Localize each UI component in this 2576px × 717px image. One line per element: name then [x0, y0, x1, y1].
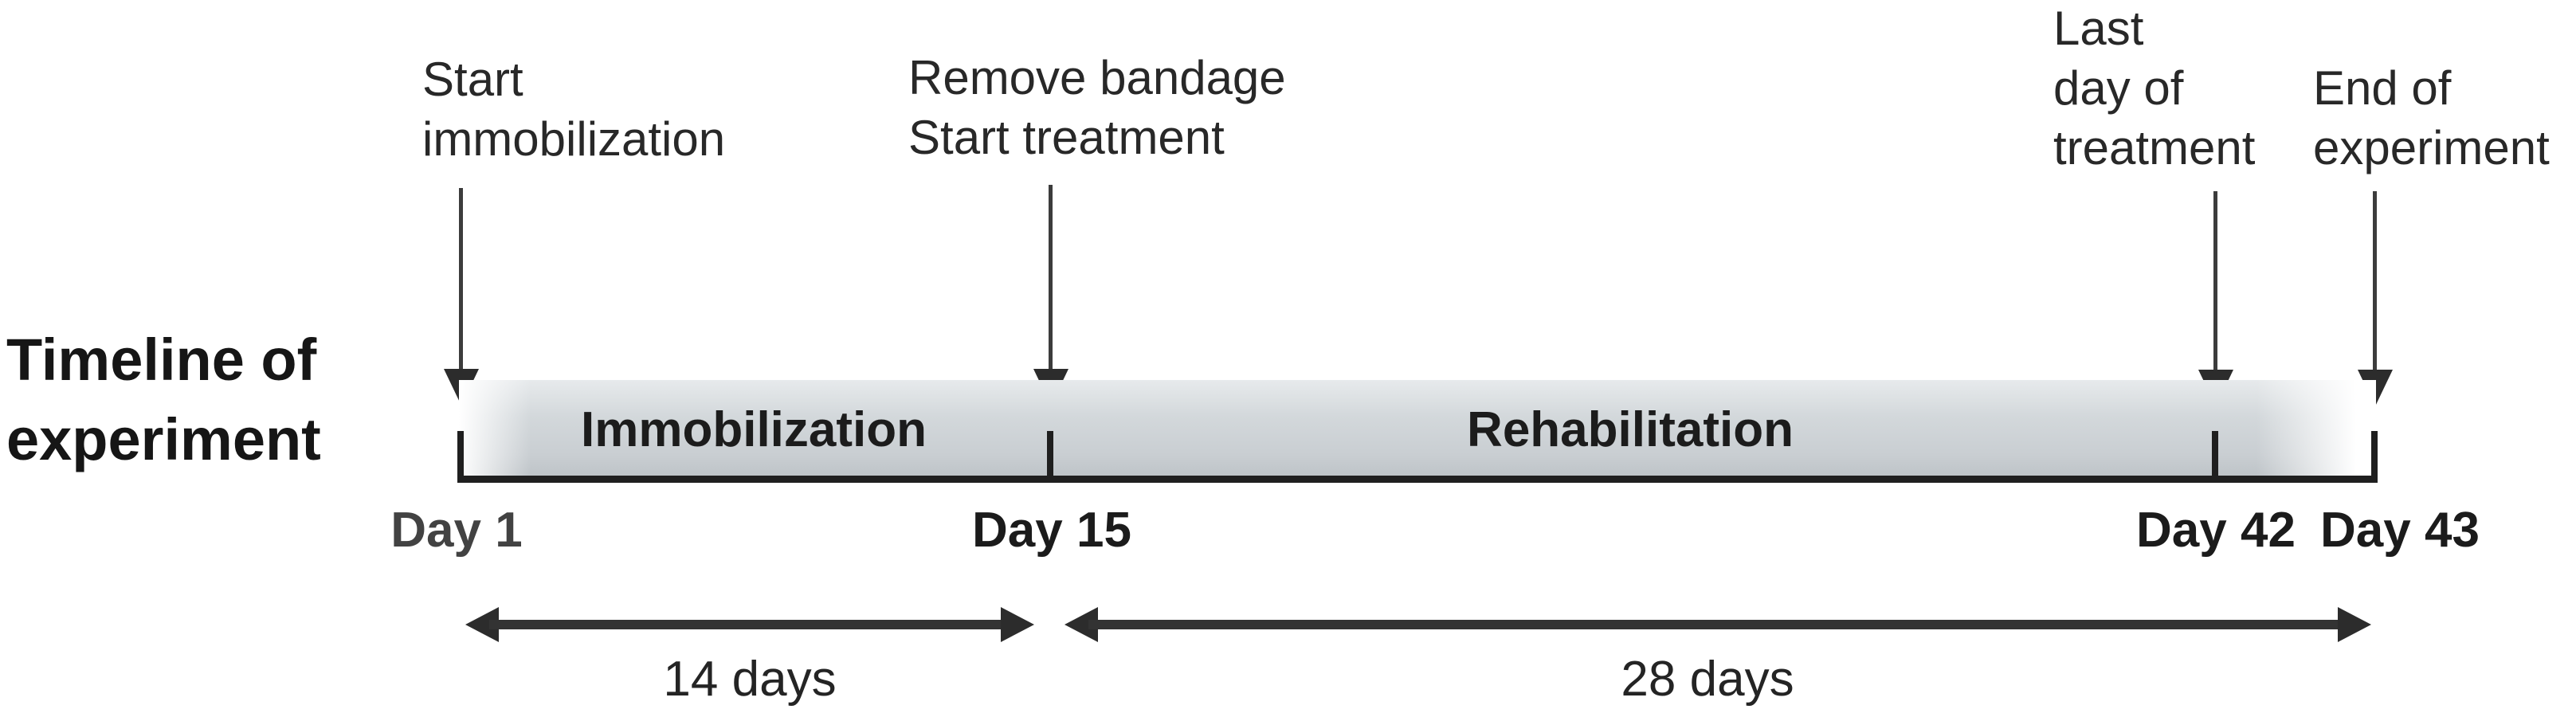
annotation-remove-bandage: Remove bandage Start treatment	[908, 48, 1286, 167]
phase-label-immobilization: Immobilization	[581, 402, 927, 457]
duration-arrow-line	[1088, 620, 2347, 629]
figure-title-line-2: experiment	[6, 406, 321, 472]
day-label-day42: Day 42	[2136, 503, 2296, 558]
annotation-line: Start	[422, 53, 523, 106]
event-arrow-day15-line	[1049, 185, 1053, 371]
duration-label-14-days: 14 days	[663, 652, 837, 707]
annotation-line: Last	[2053, 2, 2144, 55]
annotation-line: End of	[2313, 61, 2452, 115]
annotation-line: immobilization	[422, 112, 726, 166]
figure-title-line-1: Timeline of	[6, 327, 317, 393]
axis-tick-day1	[457, 431, 464, 483]
axis-tick-day42	[2212, 431, 2218, 483]
axis-tick-day15	[1047, 431, 1053, 483]
arrow-right-icon	[2338, 607, 2371, 642]
duration-label-28-days: 28 days	[1621, 652, 1794, 707]
annotation-line: Start treatment	[908, 111, 1225, 164]
annotation-line: experiment	[2313, 121, 2550, 174]
timeline-bar	[459, 380, 2376, 476]
day-label-day43: Day 43	[2320, 503, 2480, 558]
timeline-axis	[457, 476, 2378, 483]
duration-arrow-28-days	[1065, 607, 2371, 642]
duration-arrow-line	[489, 620, 1010, 629]
annotation-line: treatment	[2053, 121, 2256, 174]
arrow-right-icon	[1001, 607, 1034, 642]
annotation-end-of-experiment: End of experiment	[2313, 58, 2550, 178]
annotation-start-immobilization: Start immobilization	[422, 49, 725, 169]
event-arrow-day42-line	[2213, 191, 2217, 371]
event-arrow-day1-line	[459, 188, 463, 371]
event-arrow-day43-line	[2373, 191, 2377, 371]
axis-tick-day43	[2371, 431, 2378, 483]
annotation-line: day of	[2053, 61, 2184, 115]
duration-arrow-14-days	[465, 607, 1034, 642]
phase-label-rehabilitation: Rehabilitation	[1467, 402, 1794, 457]
day-label-day1: Day 1	[390, 503, 523, 558]
day-label-day15: Day 15	[972, 503, 1131, 558]
annotation-line: Remove bandage	[908, 51, 1286, 104]
annotation-last-day-of-treatment: Last day of treatment	[2053, 0, 2255, 178]
figure-title: Timeline of experiment	[6, 320, 321, 480]
